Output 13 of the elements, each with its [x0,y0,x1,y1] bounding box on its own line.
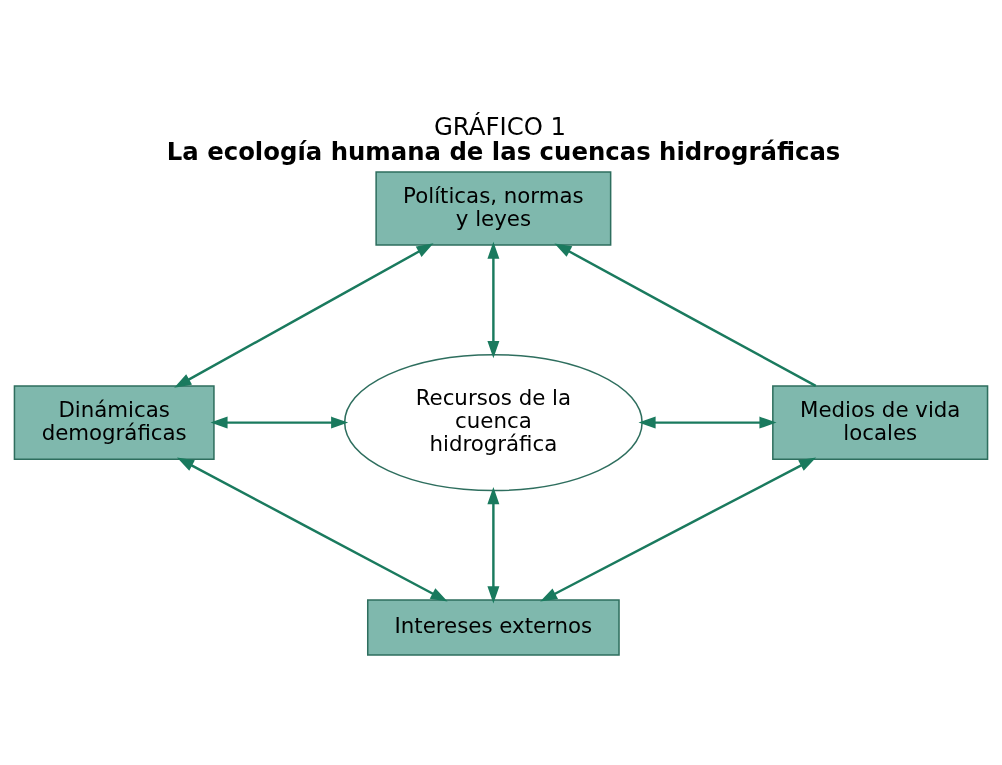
arrow [487,241,500,358]
node-box: Políticas, normas y leyes [375,170,612,246]
arrow [554,242,817,387]
arrow [210,416,349,429]
node-ellipse: Recursos de la cuenca hidrográfica [343,353,643,491]
arrow [174,242,434,388]
arrow [540,457,817,602]
arrow [487,486,500,603]
node-box: Dinámicas demográficas [13,384,215,460]
node-box: Intereses externos [367,598,620,656]
node-box: Medios de vida locales [772,384,989,460]
arrow [176,457,448,602]
arrow [638,416,777,429]
